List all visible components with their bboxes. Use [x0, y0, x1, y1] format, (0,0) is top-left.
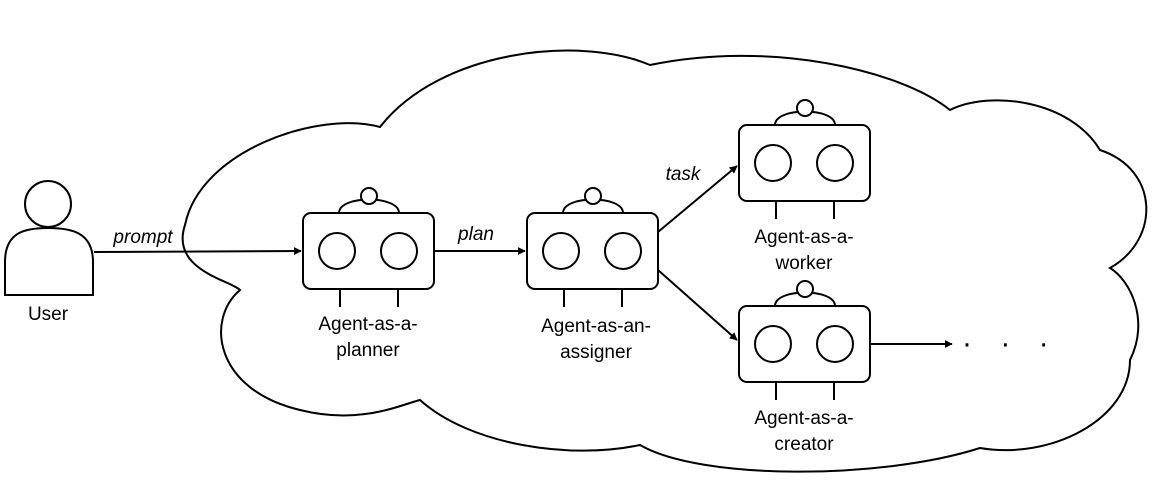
planner-label-line1: Agent-as-a-	[318, 314, 417, 335]
cloud-shape	[181, 49, 1148, 473]
edge-task	[657, 165, 738, 233]
continuation-dots: · · ·	[962, 327, 1059, 360]
planner-label-line2: planner	[336, 340, 400, 361]
edge-label-prompt: prompt	[112, 227, 173, 248]
user-label: User	[28, 304, 69, 325]
creator-robot-icon	[738, 280, 871, 400]
edge-label-task: task	[666, 164, 702, 185]
creator-label-line2: creator	[774, 434, 834, 455]
edge-assign-creator	[657, 269, 738, 341]
planner-robot-icon	[302, 187, 435, 307]
worker-robot-icon	[738, 99, 871, 219]
user-icon	[4, 180, 94, 296]
worker-label-line1: Agent-as-a-	[754, 227, 853, 248]
assigner-label-line1: Agent-as-an-	[541, 316, 651, 337]
creator-label-line1: Agent-as-a-	[754, 408, 853, 429]
edge-label-plan: plan	[457, 224, 494, 245]
edge-prompt	[93, 247, 302, 256]
worker-label-line2: worker	[774, 253, 833, 274]
assigner-label-line2: assigner	[560, 342, 632, 363]
assigner-robot-icon	[526, 187, 659, 307]
